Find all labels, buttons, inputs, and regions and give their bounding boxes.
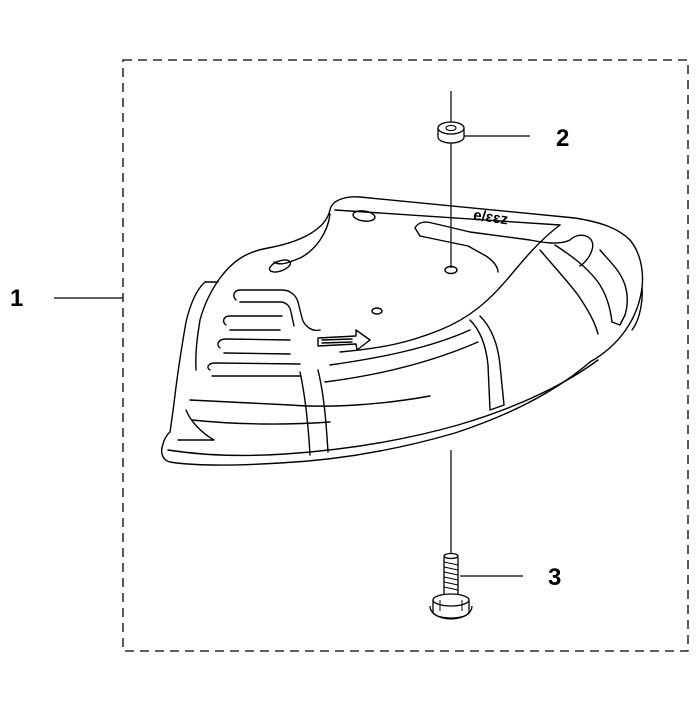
guard-skirt-rib-1b [479,315,505,406]
guard-left-rib-a [233,289,321,332]
part-marking-text: e/ɛɛz [472,207,509,229]
trimmer-guard-part [161,196,644,466]
guard-left-rib-f [223,352,291,355]
guard-skirt-rib-3 [329,329,471,366]
guard-outline-left [195,209,331,371]
mounting-slot-2 [268,259,292,273]
guard-rim-lower [167,359,599,457]
mounting-slot-1 [352,210,376,222]
guard-skirt-rib-2b [317,369,329,453]
guard-lower-lip-b [191,419,331,425]
guard-left-rib-g [207,362,301,371]
guard-top-rib [414,221,594,267]
assembly-boundary [122,59,689,652]
guard-outline-bottom [161,361,591,466]
guard-plate-arc [339,224,561,353]
guard-skirt-rib-2 [299,371,311,456]
mounting-hole-top [444,265,458,275]
guard-rim-right [631,287,643,331]
guard-lower-lip [189,395,431,407]
guard-left-rib-e [217,338,291,349]
nut-part [437,121,465,144]
callout-3: 3 [548,564,562,591]
guard-outline-top [329,196,644,363]
guard-skirt-rib-1 [469,319,491,411]
guard-top-rib-inner [419,235,499,273]
guard-plate-top [334,209,561,226]
direction-arrow-emboss [317,329,371,351]
guard-left-rib-c [222,315,283,326]
mounting-hole-mid [371,307,383,315]
bolt-part [429,552,473,620]
guard-skirt-rib-3b [324,341,479,383]
guard-side-tab [169,281,219,433]
guard-right-rib-a [554,244,613,323]
guard-left-corner [177,409,215,441]
guard-plate-edge [273,213,331,265]
callout-2: 2 [556,125,570,152]
callout-1: 1 [10,285,24,312]
guard-right-rib-b [539,249,599,335]
guard-right-rib-c [599,249,628,316]
guard-left-rib-b [239,301,295,327]
